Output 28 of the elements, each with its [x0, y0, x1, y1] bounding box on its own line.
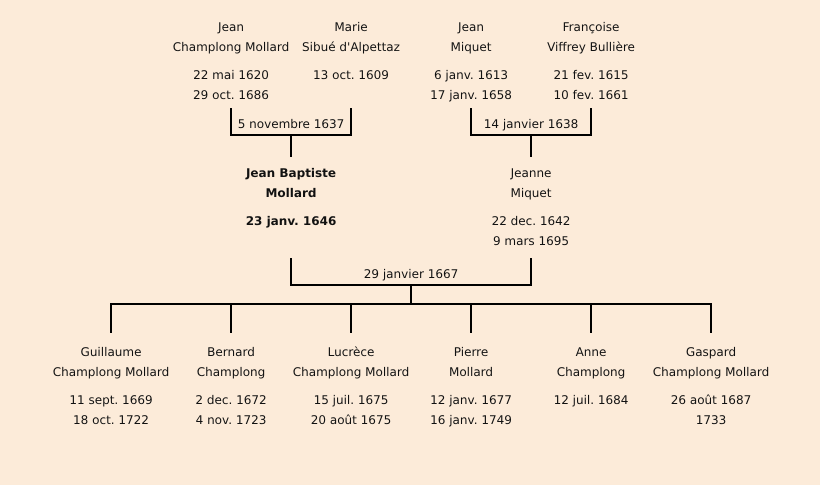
life-dates: 6 janv. 1613 17 janv. 1658	[429, 67, 513, 104]
person-name: Jean Baptiste Mollard	[244, 165, 338, 202]
life-dates: 22 mai 1620 29 oct. 1686	[192, 67, 270, 104]
family-line	[410, 258, 712, 333]
life-dates: 13 oct. 1609	[312, 67, 390, 84]
life-dates: 23 janv. 1646	[244, 213, 338, 230]
person-name: Jean Miquet	[450, 19, 492, 56]
life-dates: 12 janv. 1677 16 janv. 1749	[429, 392, 513, 429]
life-dates: 22 dec. 1642 9 mars 1695	[490, 213, 572, 250]
person-name: Jean Champlong Mollard	[172, 19, 290, 56]
life-dates: 26 août 1687 1733	[670, 392, 752, 429]
life-dates: 21 fev. 1615 10 fev. 1661	[552, 67, 630, 104]
life-dates: 2 dec. 1672 4 nov. 1723	[194, 392, 268, 429]
life-dates: 11 sept. 1669 18 oct. 1722	[68, 392, 154, 429]
person-name: Pierre Mollard	[448, 344, 494, 381]
person-name: Anne Champlong	[556, 344, 626, 381]
person-name: Bernard Champlong	[196, 344, 266, 381]
family-line	[530, 108, 592, 157]
person-name: Marie Sibué d'Alpettaz	[301, 19, 401, 56]
life-dates: 15 juil. 1675 20 août 1675	[310, 392, 392, 429]
person-name: Jeanne Miquet	[509, 165, 552, 202]
person-name: Françoise Viffrey Bullière	[546, 19, 636, 56]
family-line	[290, 108, 352, 157]
person-name: Lucrèce Champlong Mollard	[292, 344, 410, 381]
person-name: Gaspard Champlong Mollard	[652, 344, 770, 381]
marriage-date: 29 janvier 1667	[362, 266, 460, 282]
person-name: Guillaume Champlong Mollard	[52, 344, 170, 381]
life-dates: 12 juil. 1684	[552, 392, 630, 409]
